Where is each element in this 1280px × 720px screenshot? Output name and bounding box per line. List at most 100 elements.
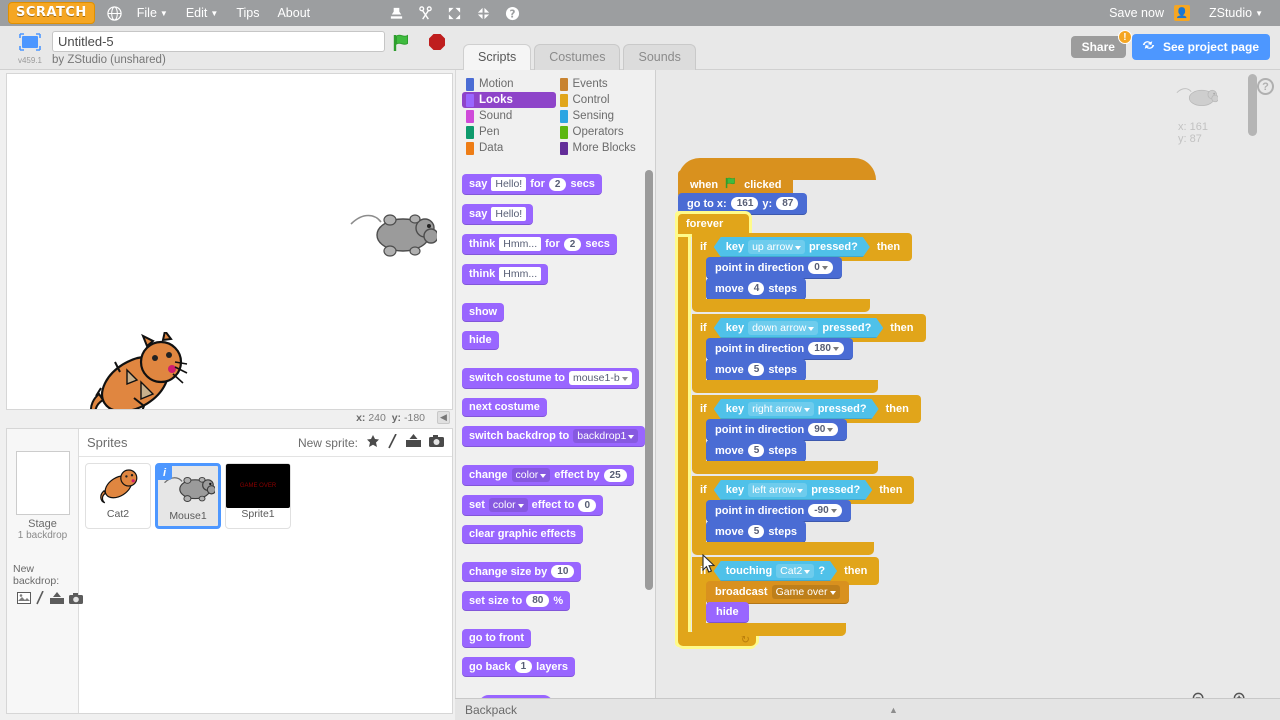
category-events[interactable]: Events [556,76,650,92]
block-if-up-arrow[interactable]: if key up arrow pressed? then [692,233,913,261]
goto-x-input[interactable]: 161 [730,197,759,210]
palette-block-go-to-front[interactable]: go to front [462,629,531,648]
goto-y-input[interactable]: 87 [776,197,799,210]
block-move-4-steps[interactable]: move 4 steps [706,278,807,300]
block-if-right-arrow[interactable]: if key right arrow pressed? then [692,395,921,423]
palette-block-switch-backdrop[interactable]: switch backdrop to backdrop1 [462,426,646,447]
category-data[interactable]: Data [462,140,556,156]
user-avatar[interactable]: 👤 [1173,5,1190,21]
fullscreen-icon[interactable] [15,33,45,58]
category-sound[interactable]: Sound [462,108,556,124]
broadcast-message-dropdown[interactable]: Game over [771,585,840,599]
palette-block-go-back-layers[interactable]: go back 1 layers [462,657,575,677]
key-dropdown[interactable]: down arrow [748,321,818,335]
block-number-input[interactable]: 80 [526,594,550,607]
block-if-down-arrow[interactable]: if key down arrow pressed? then [692,314,926,342]
palette-block-think-for-secs[interactable]: think Hmm... for 2 secs [462,234,617,255]
save-now-button[interactable]: Save now [1109,6,1164,20]
fullscreen-control[interactable]: v459.1 [8,31,52,66]
block-key-pressed-right[interactable]: key right arrow pressed? [714,399,879,419]
palette-block-next-costume[interactable]: next costume [462,398,547,417]
category-more-blocks[interactable]: More Blocks [556,140,650,156]
green-flag-button[interactable] [391,32,413,66]
block-number-input[interactable]: 10 [551,565,575,578]
direction-dropdown[interactable]: 0 [808,261,833,274]
key-dropdown[interactable]: up arrow [748,240,805,254]
help-icon[interactable]: ? [505,6,520,21]
block-text-input[interactable]: Hmm... [499,267,542,281]
user-menu[interactable]: ZStudio▼ [1200,3,1272,23]
scratch-logo[interactable]: SCRATCH [8,2,95,24]
menu-edit[interactable]: Edit▼ [177,3,227,23]
block-hide[interactable]: hide [706,602,749,623]
stage-sprite-mouse[interactable] [345,204,437,262]
steps-input[interactable]: 4 [747,282,765,295]
library-icon[interactable] [366,434,380,451]
palette-scrollbar[interactable] [645,170,653,590]
tab-sounds[interactable]: Sounds [623,44,696,70]
shrink-icon[interactable] [476,6,491,21]
block-if-touching-cat2[interactable]: if touching Cat2 ? then [692,557,880,585]
palette-block-say-for-secs[interactable]: say Hello! for 2 secs [462,174,602,195]
block-point-in-direction-180[interactable]: point in direction 180 [706,338,853,360]
block-broadcast-game-over[interactable]: broadcast Game over [706,581,849,604]
scissors-icon[interactable] [418,5,433,21]
menu-file[interactable]: File▼ [128,3,177,23]
palette-block-switch-costume[interactable]: switch costume to mouse1-b [462,368,639,389]
stage-canvas[interactable] [6,73,453,410]
palette-block-set-effect[interactable]: set color effect to 0 [462,495,604,516]
sprite-cell-mouse1[interactable]: i Mouse1 [155,463,221,529]
block-go-to-xy[interactable]: go to x: 161 y: 87 [678,193,808,215]
palette-block-clear-graphic-effects[interactable]: clear graphic effects [462,525,583,544]
block-if-left-arrow[interactable]: if key left arrow pressed? then [692,476,915,504]
see-project-page-button[interactable]: See project page [1131,34,1270,60]
palette-block-think[interactable]: think Hmm... [462,264,549,285]
touching-target-dropdown[interactable]: Cat2 [776,564,814,578]
camera-icon[interactable] [69,592,83,607]
menu-tips[interactable]: Tips [236,6,260,20]
category-operators[interactable]: Operators [556,124,650,140]
block-move-5-steps-down[interactable]: move 5 steps [706,359,807,381]
sprite-cell-sprite1[interactable]: GAME OVER Sprite1 [225,463,291,529]
block-move-5-steps-left[interactable]: move 5 steps [706,521,807,543]
block-move-5-steps-right[interactable]: move 5 steps [706,440,807,462]
key-dropdown[interactable]: right arrow [748,402,814,416]
grow-icon[interactable] [447,6,462,21]
key-dropdown[interactable]: left arrow [748,483,807,497]
block-key-pressed-down[interactable]: key down arrow pressed? [714,318,884,338]
direction-dropdown[interactable]: 180 [808,342,844,355]
block-point-in-direction-neg90[interactable]: point in direction -90 [706,500,851,522]
category-sensing[interactable]: Sensing [556,108,650,124]
steps-input[interactable]: 5 [747,444,765,457]
costume-dropdown[interactable]: mouse1-b [568,371,632,385]
category-looks[interactable]: Looks [462,92,556,108]
steps-input[interactable]: 5 [747,525,765,538]
camera-icon[interactable] [429,435,444,450]
tab-costumes[interactable]: Costumes [534,44,621,70]
stage-sprite-cat[interactable] [79,332,189,410]
paint-icon[interactable] [388,433,398,452]
block-number-input[interactable]: 2 [548,177,567,191]
palette-block-change-size[interactable]: change size by 10 [462,562,582,582]
direction-dropdown[interactable]: -90 [808,504,842,517]
menu-about[interactable]: About [277,6,311,20]
script-help-button[interactable]: ? [1257,78,1274,95]
sprite-info-badge[interactable]: i [157,465,172,480]
upload-icon[interactable] [406,434,421,451]
block-text-input[interactable]: Hmm... [499,237,542,251]
palette-block-change-effect[interactable]: change color effect by 25 [462,465,634,486]
script-vertical-scrollbar[interactable] [1248,74,1257,136]
block-number-input[interactable]: 2 [563,237,582,251]
block-forever[interactable]: forever [678,214,750,234]
block-key-pressed-left[interactable]: key left arrow pressed? [714,480,872,500]
block-text-input[interactable]: Hello! [491,207,527,221]
backdrop-dropdown[interactable]: backdrop1 [573,429,639,443]
collapse-panel-button[interactable]: ◀ [437,411,450,424]
upload-icon[interactable] [50,591,64,608]
steps-input[interactable]: 5 [747,363,765,376]
palette-block-hide[interactable]: hide [462,331,499,350]
palette-block-show[interactable]: show [462,303,505,322]
palette-scroll-area[interactable]: say Hello! for 2 secs say Hello! think H… [456,168,656,703]
block-touching[interactable]: touching Cat2 ? [714,561,837,581]
block-number-input[interactable]: 1 [514,660,533,673]
